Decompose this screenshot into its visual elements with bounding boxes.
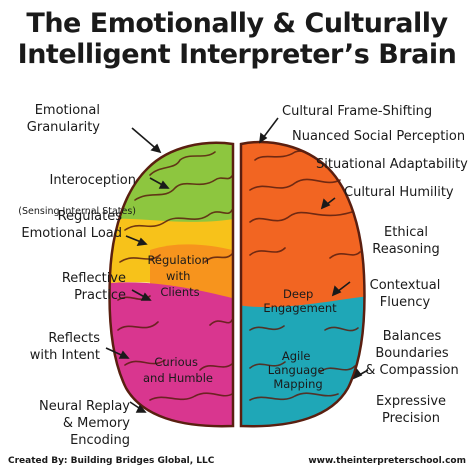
label-ethical-reasoning: Ethical Reasoning xyxy=(372,225,440,257)
region-curious: Curious and Humble xyxy=(143,355,213,385)
label-cultural-frame-shifting: Cultural Frame-Shifting xyxy=(282,104,433,119)
label-interoception-sub: (Sensing Internal States) xyxy=(18,206,136,217)
left-outline xyxy=(108,141,235,428)
region-agile: Agile Language Mapping xyxy=(268,349,328,391)
footer-website: www.theinterpreterschool.com xyxy=(308,456,466,466)
title-line-2: Intelligent Interpreter’s Brain xyxy=(17,39,457,70)
label-interoception: Interoception (Sensing Internal States) xyxy=(18,155,136,235)
label-contextual-fluency: Contextual Fluency xyxy=(369,278,441,310)
label-nuanced-social-perception: Nuanced Social Perception xyxy=(292,129,466,144)
label-interoception-main: Interoception xyxy=(49,173,136,188)
label-situational-adaptability: Situational Adaptability xyxy=(316,157,468,172)
label-regulates-emotional-load: Regulates Emotional Load xyxy=(21,209,122,241)
region-regulation: Regulation with Clients xyxy=(147,253,212,299)
label-reflective-practice: Reflective Practice xyxy=(61,271,126,303)
label-neural-replay: Neural Replay & Memory Encoding xyxy=(39,399,130,448)
footer-credit: Created By: Building Bridges Global, LLC xyxy=(8,456,215,466)
label-emotional-granularity: Emotional Granularity xyxy=(26,103,100,135)
connector-arrows xyxy=(105,117,369,413)
title-line-1: The Emotionally & Culturally xyxy=(26,8,448,39)
label-cultural-humility: Cultural Humility xyxy=(344,185,454,200)
label-expressive-precision: Expressive Precision xyxy=(375,394,447,426)
label-reflects-with-intent: Reflects with Intent xyxy=(29,331,100,363)
right-outline xyxy=(239,140,366,428)
region-deep: Deep Engagement xyxy=(263,287,337,315)
label-balances-boundaries: Balances Boundaries & Compassion xyxy=(365,329,459,378)
